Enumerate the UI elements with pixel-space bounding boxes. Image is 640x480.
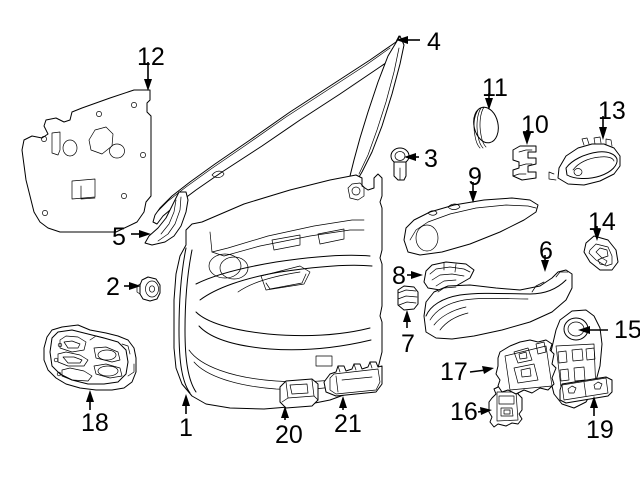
leader-17 [469,366,494,374]
callout-label-13: 13 [598,97,626,125]
callout-label-2: 2 [106,273,120,301]
part-retainer-knob [136,276,161,302]
callout-label-20: 20 [275,421,303,449]
callout-label-17: 17 [440,358,468,386]
callout-label-6: 6 [539,237,553,265]
part-upper-accent-trim [403,197,539,256]
leader-2 [124,282,141,290]
leader-16 [477,407,492,415]
callout-label-3: 3 [424,145,438,173]
callout-label-10: 10 [521,111,549,139]
leader-1 [182,394,190,414]
leader-20 [281,406,289,420]
part-seat-adjust-switch [43,324,137,391]
part-single-window-switch [583,235,619,271]
leader-5 [131,230,151,238]
callout-label-8: 8 [392,262,406,290]
leader-4 [396,36,420,44]
part-window-switch-assembly [495,339,557,395]
part-inside-door-handle [548,136,621,186]
callout-label-19: 19 [586,416,614,444]
callout-label-18: 18 [81,409,109,437]
part-courtesy-lamp-housing [323,361,383,397]
leader-15 [578,326,608,334]
callout-label-15: 15 [614,316,640,344]
callout-label-14: 14 [588,208,616,236]
leader-14 [593,226,601,241]
leader-21 [339,396,347,410]
part-mounting-clip [512,145,537,181]
part-twin-switch-bezel [559,376,613,404]
callout-label-11: 11 [482,74,508,102]
leader-7 [403,310,411,328]
part-armrest [423,269,573,340]
leader-10 [523,130,531,145]
part-lower-trim-cap [279,378,319,409]
leader-3 [404,153,419,161]
part-window-switch-unit [488,385,523,428]
callout-label-1: 1 [179,414,193,442]
callout-label-7: 7 [401,330,415,358]
part-grommet-plug [390,147,410,181]
leader-13 [599,116,607,140]
leader-6 [541,255,549,272]
callout-label-4: 4 [427,28,441,56]
part-door-trim-panel [173,173,383,410]
leader-18 [86,390,94,410]
callout-label-21: 21 [334,410,362,438]
part-water-shield [21,89,152,233]
leader-12 [144,62,152,91]
part-pull-handle-bracket [423,261,475,291]
callout-label-12: 12 [137,43,165,71]
part-lower-corner-trim [144,191,189,246]
leader-8 [407,271,423,279]
leader-19 [590,396,598,416]
leader-11 [485,93,493,110]
callout-label-9: 9 [468,163,482,191]
leader-9 [469,182,477,203]
part-tweeter-speaker-cover [473,106,499,149]
callout-label-16: 16 [450,398,478,426]
part-bushing [397,285,419,311]
callout-label-5: 5 [112,223,126,251]
